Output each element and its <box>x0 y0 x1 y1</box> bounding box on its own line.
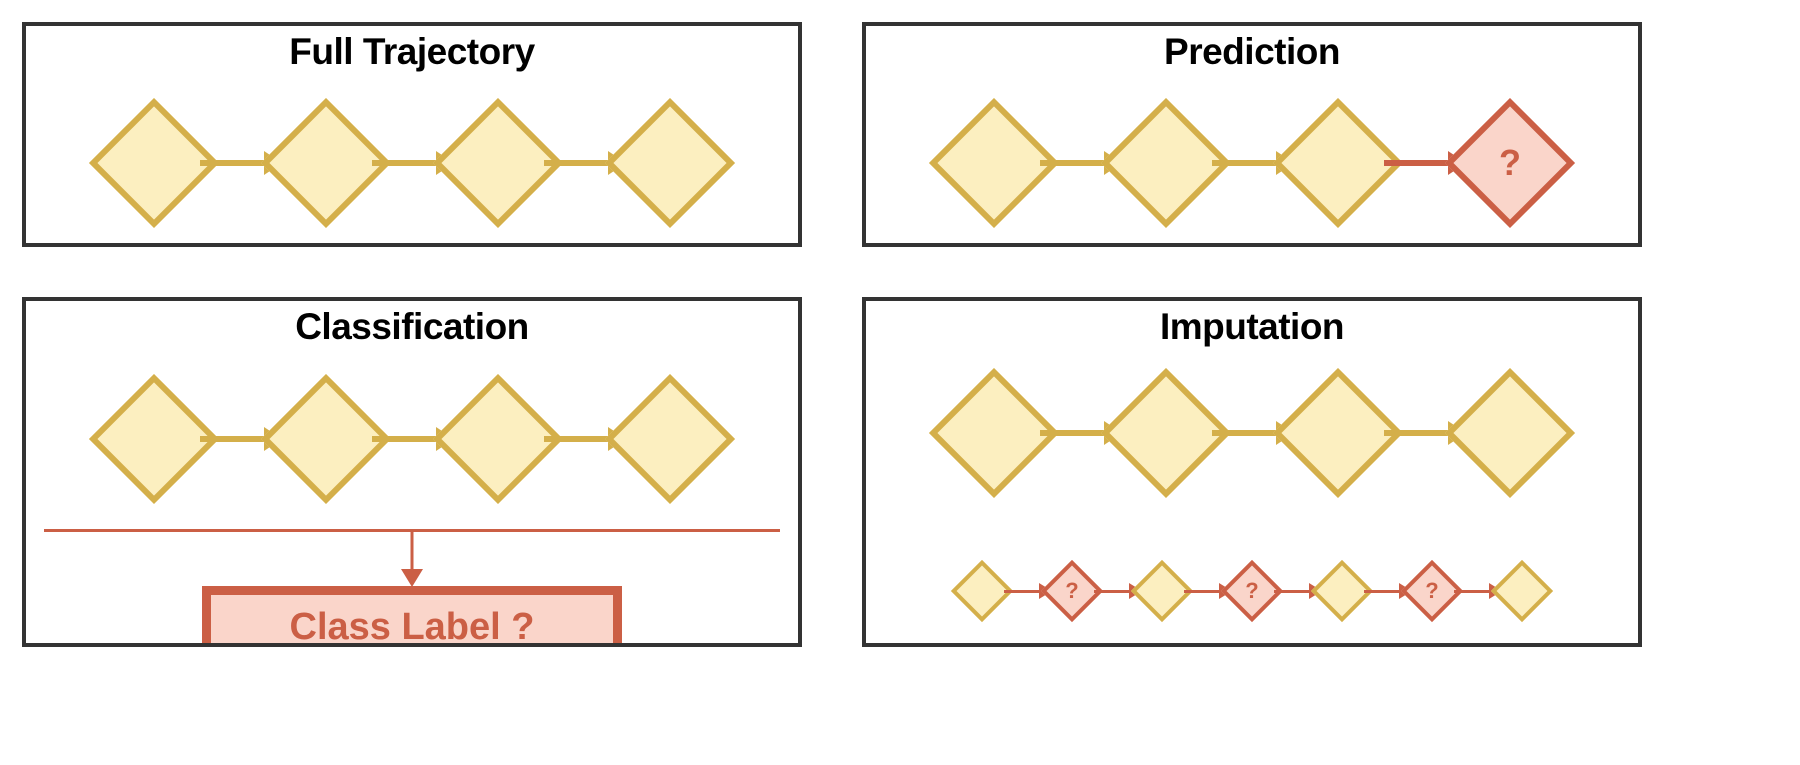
diamond-observed <box>1272 97 1404 229</box>
arrow-line <box>544 436 624 442</box>
classification-arrow-head-icon <box>401 569 423 587</box>
sequence-row-classification <box>26 359 798 519</box>
diamond-shape-icon <box>1444 367 1576 499</box>
diamond-missing: ? <box>1400 559 1464 623</box>
diamond-observed <box>1100 97 1232 229</box>
diamond-observed <box>950 559 1014 623</box>
diamond-observed <box>1444 367 1576 499</box>
diamond-observed <box>88 97 220 229</box>
panel-prediction: Prediction ? <box>862 22 1642 247</box>
diamond-shape-icon <box>604 97 736 229</box>
arrow-line <box>1212 160 1292 166</box>
class-label-box: Class Label ? <box>202 586 622 647</box>
diamond-observed <box>88 373 220 505</box>
arrow-line <box>1212 430 1292 436</box>
class-label-text: Class Label ? <box>289 605 535 647</box>
diamond-observed <box>260 373 392 505</box>
diamond-observed <box>260 97 392 229</box>
panel-classification: Classification Class Label ? <box>22 297 802 647</box>
arrow-line <box>1184 589 1230 593</box>
diamond-observed <box>1100 367 1232 499</box>
diamond-observed <box>604 97 736 229</box>
arrow-line <box>200 160 280 166</box>
arrow-line <box>1040 430 1120 436</box>
diamond-observed <box>432 373 564 505</box>
panel-title-prediction: Prediction <box>1164 31 1340 72</box>
diamond-shape-icon <box>1490 559 1554 623</box>
arrow-line <box>1384 430 1464 436</box>
classification-arrow-shaft <box>410 529 414 573</box>
sequence-row-imputation-gapped: ??? <box>866 551 1638 631</box>
arrow-line <box>200 436 280 442</box>
sequence-row-imputation-complete <box>866 353 1638 513</box>
diamond-observed <box>604 373 736 505</box>
diamond-missing: ? <box>1040 559 1104 623</box>
panel-title-imputation: Imputation <box>1159 306 1345 347</box>
panel-full-trajectory: Full Trajectory <box>22 22 802 247</box>
diamond-observed <box>1130 559 1194 623</box>
arrow-line <box>1094 589 1140 593</box>
arrow-line <box>1040 160 1120 166</box>
diamond-observed <box>1272 367 1404 499</box>
arrow-line <box>1384 160 1464 166</box>
diamond-observed <box>1490 559 1554 623</box>
diamond-observed <box>432 97 564 229</box>
diamond-missing: ? <box>1444 97 1576 229</box>
arrow-line <box>372 160 452 166</box>
arrow-line <box>1274 589 1320 593</box>
panel-title-classification: Classification <box>295 306 529 347</box>
arrow-line <box>1004 589 1050 593</box>
arrow-line <box>1364 589 1410 593</box>
sequence-row-full-trajectory <box>26 88 798 238</box>
diamond-observed <box>1310 559 1374 623</box>
panel-title-full-trajectory: Full Trajectory <box>289 31 535 72</box>
panel-imputation: Imputation ??? <box>862 297 1642 647</box>
diamond-shape-icon <box>1444 97 1576 229</box>
diamond-shape-icon <box>604 373 736 505</box>
arrow-line <box>372 436 452 442</box>
diamond-observed <box>928 367 1060 499</box>
sequence-row-prediction: ? <box>866 88 1638 238</box>
arrow-line <box>544 160 624 166</box>
diamond-missing: ? <box>1220 559 1284 623</box>
diamond-observed <box>928 97 1060 229</box>
arrow-line <box>1454 589 1500 593</box>
